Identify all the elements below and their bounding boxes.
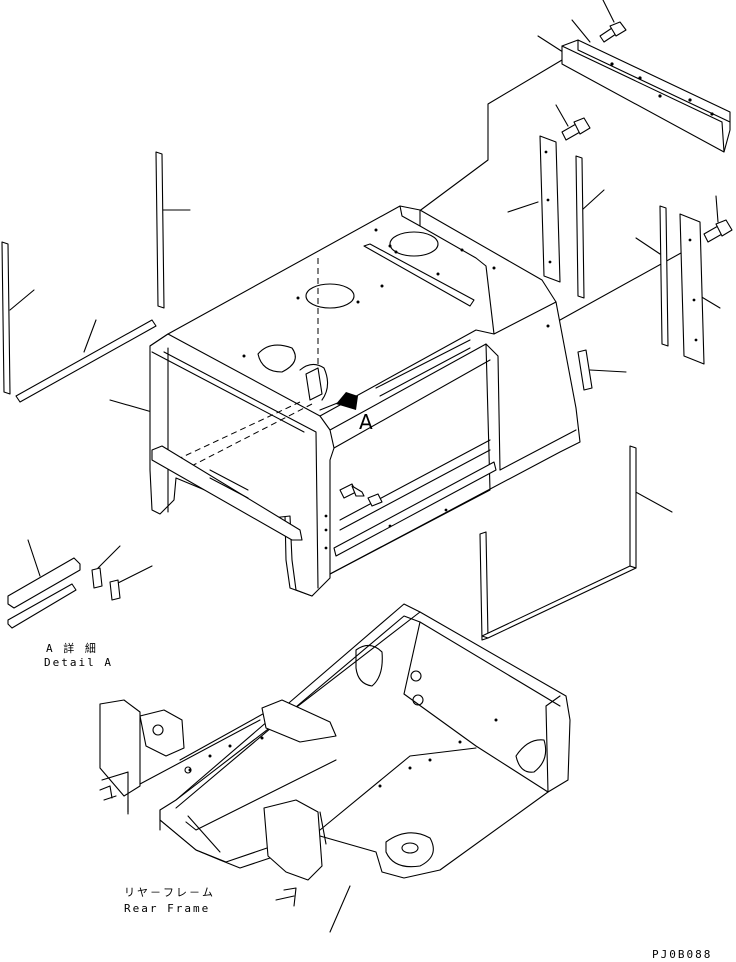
detail-a-parts [7, 557, 121, 629]
u-channel-seal [479, 445, 637, 641]
detail-label-en: Detail A [44, 656, 113, 669]
top-right-bracket [561, 39, 731, 153]
bolt-icon-top [599, 21, 627, 43]
engine-hood [149, 205, 581, 597]
side-plate-upper [539, 135, 561, 283]
side-plate-right [679, 213, 705, 365]
rear-frame [99, 603, 571, 907]
bolt-icon-side [339, 483, 365, 499]
bolt-icon-mid [561, 117, 591, 141]
drawing-code: PJ0B088 [652, 948, 713, 961]
rear-frame-label-jp: リヤ－フレ－ム [124, 886, 215, 899]
view-arrow-icon [319, 392, 358, 411]
seal-strip-left-diagonal [15, 319, 157, 403]
detail-label-jp: A 詳 細 [46, 642, 98, 655]
seal-strip-vertical-b [659, 205, 669, 347]
seal-strip-vertical-a [575, 155, 585, 299]
bolt-icon-right [703, 219, 733, 243]
small-spacer-right [577, 349, 593, 391]
seal-strip-left-tall [155, 151, 165, 309]
seal-strip-left-edge [1, 241, 11, 395]
view-letter-label: A [359, 410, 373, 434]
rear-frame-label-en: Rear Frame [124, 902, 211, 915]
clip-icon [367, 493, 383, 507]
